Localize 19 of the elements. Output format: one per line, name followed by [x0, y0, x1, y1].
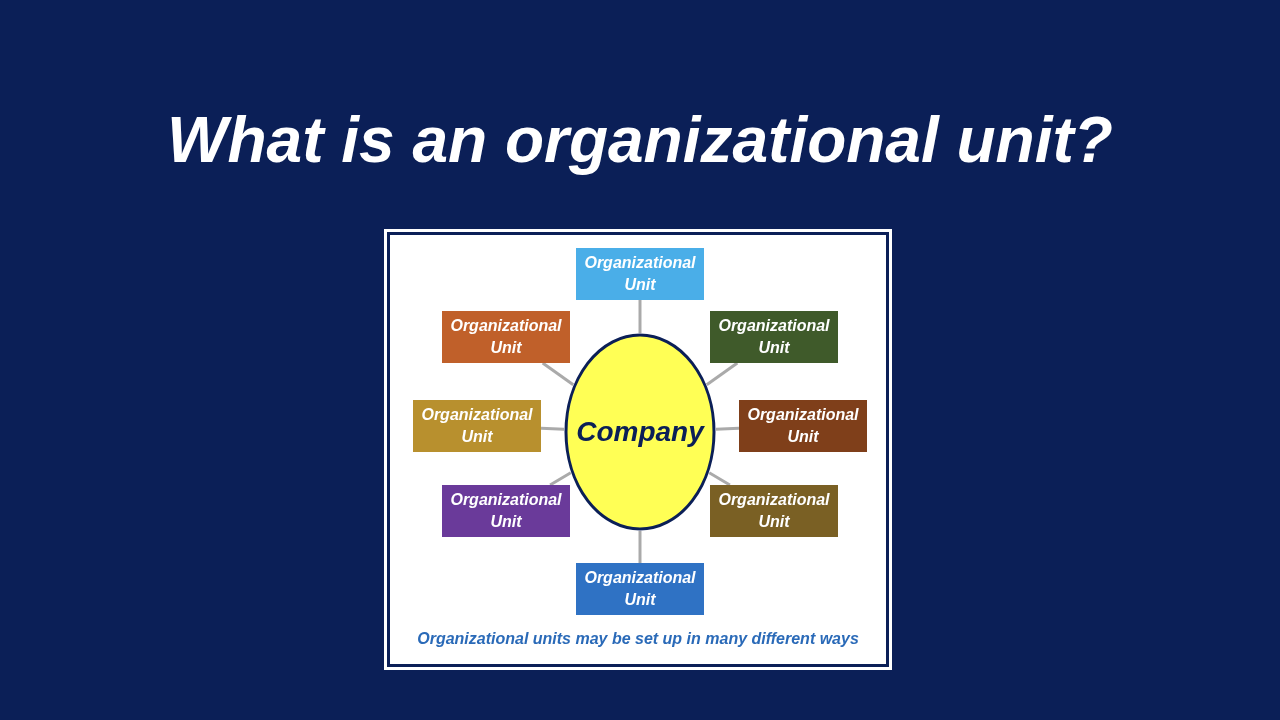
slide-title: What is an organizational unit?	[166, 103, 1114, 178]
connector-line	[638, 300, 642, 333]
connector-line	[708, 471, 731, 487]
unit-box: Organizational Unit	[442, 311, 570, 363]
unit-box: Organizational Unit	[442, 485, 570, 537]
unit-box: Organizational Unit	[710, 311, 838, 363]
connector-line	[540, 426, 565, 431]
connector-line	[549, 471, 572, 487]
unit-box: Organizational Unit	[739, 400, 867, 452]
unit-box: Organizational Unit	[576, 248, 704, 300]
connector-line	[705, 361, 739, 386]
unit-box: Organizational Unit	[413, 400, 541, 452]
caption-text: Organizational units may be set up in many different ways	[416, 630, 860, 648]
connector-line	[715, 426, 740, 431]
node-label: Company	[575, 416, 706, 448]
unit-box: Organizational Unit	[576, 563, 704, 615]
connector-line	[638, 531, 642, 563]
unit-box: Organizational Unit	[710, 485, 838, 537]
connector-line	[541, 361, 575, 386]
